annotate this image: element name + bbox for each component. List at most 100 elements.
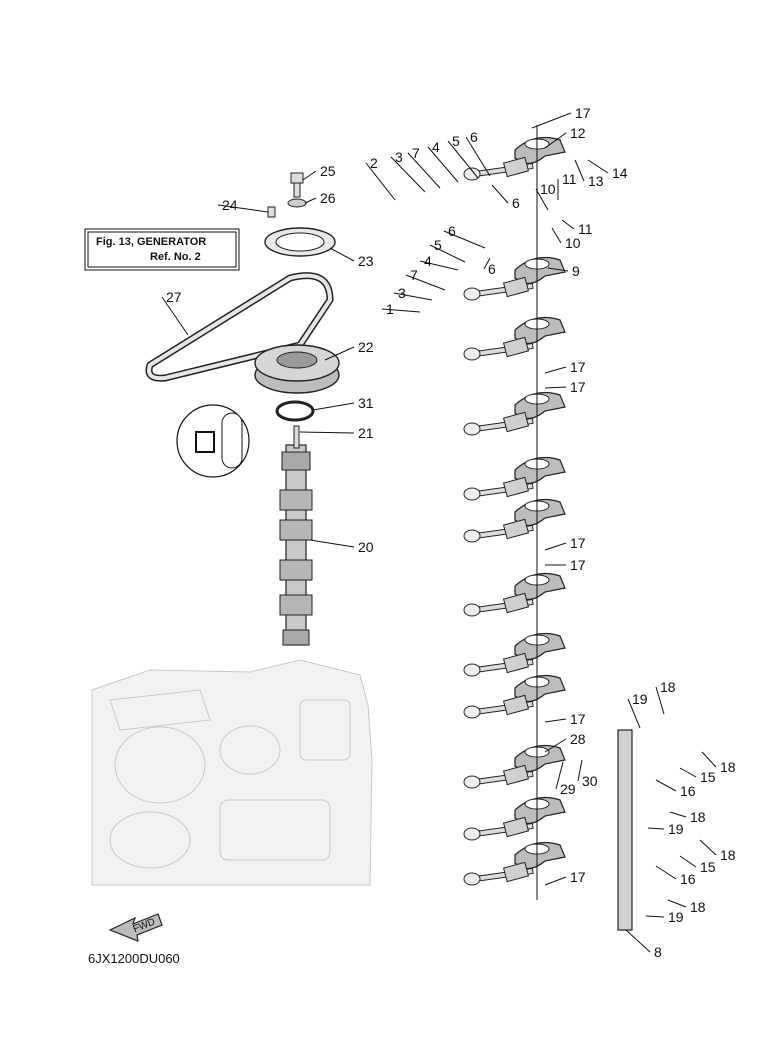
callout-label: 11 [578, 221, 593, 237]
rocker-arm-assembly [463, 457, 566, 501]
leader-line [655, 686, 665, 715]
callout-label: 15 [700, 769, 716, 785]
callout-label: 6 [488, 261, 496, 277]
leader-line [625, 929, 651, 953]
pulley-plate [264, 227, 336, 257]
callout-label: 12 [570, 125, 586, 141]
leader-line [381, 308, 421, 313]
leader-line [365, 162, 396, 201]
callout-label: 15 [700, 859, 716, 875]
leader-line [587, 159, 609, 174]
sealant-inset [176, 404, 250, 478]
leader-line [544, 386, 567, 389]
leader-line [390, 156, 426, 193]
leader-line [544, 876, 567, 886]
leader-line [329, 247, 355, 262]
callout-label: 22 [358, 339, 374, 355]
leader-line [577, 759, 583, 782]
rocker-arm-assembly [463, 257, 566, 301]
leader-line [627, 698, 641, 729]
callout-label: 10 [565, 235, 581, 251]
callout-label: 5 [434, 237, 442, 253]
callout-label: 17 [570, 711, 586, 727]
rocker-arm-assembly [463, 797, 566, 841]
callout-label: 18 [660, 679, 676, 695]
leader-line [302, 170, 317, 181]
rocker-arm-assembly [463, 675, 566, 719]
plate-bolt [267, 206, 276, 218]
leader-line [491, 184, 509, 204]
callout-label: 28 [570, 731, 586, 747]
leader-line [699, 839, 717, 856]
callout-label: 7 [412, 145, 420, 161]
leader-line [555, 761, 564, 790]
leader-line [551, 227, 562, 244]
callout-label: 24 [222, 197, 238, 213]
callout-label: 20 [358, 539, 374, 555]
leader-line [465, 136, 491, 177]
leader-line [544, 132, 567, 149]
leader-line [667, 899, 687, 908]
leader-line [312, 402, 355, 411]
leader-line [701, 751, 717, 768]
callout-label: 17 [570, 535, 586, 551]
rocker-arm-assembly [463, 745, 566, 789]
callout-label: 2 [370, 155, 378, 171]
leader-line [393, 292, 433, 301]
leader-line [531, 112, 572, 129]
callout-label: 3 [398, 285, 406, 301]
leader-line [574, 159, 585, 182]
leader-line [544, 738, 567, 753]
leader-line [429, 244, 466, 263]
sprocket-washer [287, 198, 307, 208]
callout-label: 6 [470, 129, 478, 145]
callout-label: 3 [395, 149, 403, 165]
callout-label: 18 [720, 847, 736, 863]
callout-label: 27 [166, 289, 182, 305]
leader-line [419, 260, 459, 271]
leader-line [655, 779, 677, 792]
leader-line [405, 274, 446, 291]
callout-label: 25 [320, 163, 336, 179]
leader-line [309, 539, 355, 548]
callout-label: 9 [572, 263, 580, 279]
callout-label: 11 [562, 171, 577, 187]
callout-label: 23 [358, 253, 374, 269]
leader-line [544, 718, 567, 723]
callout-label: 18 [690, 809, 706, 825]
leader-line [447, 140, 479, 179]
callout-label: 4 [424, 253, 432, 269]
callout-label: 17 [575, 105, 591, 121]
rocker-arm-assembly [463, 633, 566, 677]
callout-label: 30 [582, 773, 598, 789]
leader-line [655, 865, 677, 880]
leader-line [304, 197, 317, 204]
callout-label: 17 [570, 359, 586, 375]
callout-label: 13 [588, 173, 604, 189]
camshaft-sprocket [254, 344, 340, 394]
callout-label: 7 [410, 267, 418, 283]
leader-line [535, 188, 549, 211]
sprocket-bolt [290, 172, 304, 198]
callout-label: 17 [570, 869, 586, 885]
leader-line [161, 296, 189, 336]
callout-label: 17 [570, 379, 586, 395]
callout-label: 10 [540, 181, 556, 197]
callout-label: 31 [358, 395, 374, 411]
callout-label: 19 [632, 691, 648, 707]
oil-seal [275, 400, 315, 422]
callout-label: 6 [512, 195, 520, 211]
callout-label: 18 [720, 759, 736, 775]
leader-line [669, 811, 687, 818]
callout-label: 16 [680, 871, 696, 887]
engine-block-ghost [91, 659, 373, 886]
leader-line [544, 366, 567, 374]
leader-line [299, 431, 355, 434]
callout-label: 8 [654, 944, 662, 960]
leader-line [645, 915, 665, 918]
leader-line [679, 767, 697, 778]
diagram-code: 6JX1200DU060 [88, 951, 180, 966]
callout-label: 26 [320, 190, 336, 206]
